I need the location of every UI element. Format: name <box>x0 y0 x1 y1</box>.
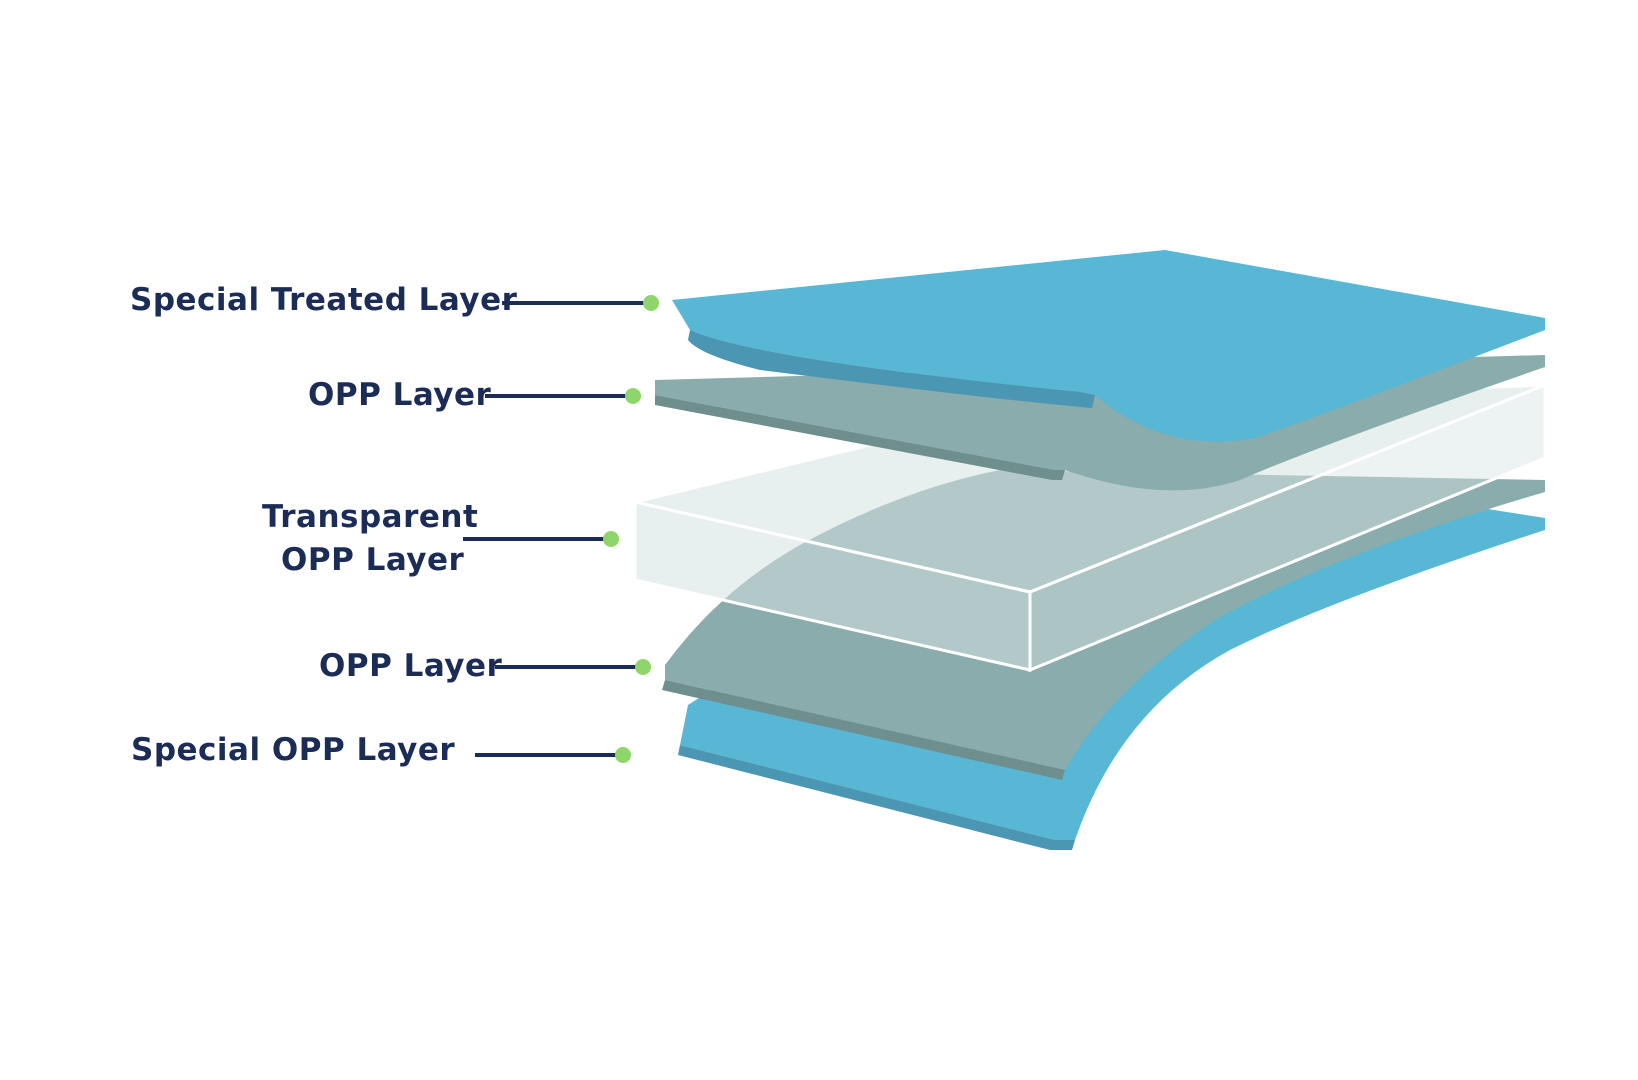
connector-dot-opp-bottom <box>635 659 651 675</box>
special-treated-layer-shape <box>672 250 1545 442</box>
label-transparent-opp-layer-line2: OPP Layer <box>281 542 465 578</box>
label-special-opp-layer: Special OPP Layer <box>131 732 455 768</box>
connector-dot-opp-top <box>625 388 641 404</box>
label-special-treated-layer: Special Treated Layer <box>130 282 518 318</box>
label-opp-layer-top: OPP Layer <box>308 377 492 413</box>
connector-dot-transparent-opp <box>603 531 619 547</box>
label-transparent-opp-layer-line1: Transparent <box>262 499 478 535</box>
connector-dot-special-treated <box>643 295 659 311</box>
connector-dot-special-opp <box>615 747 631 763</box>
label-opp-layer-bottom: OPP Layer <box>319 648 503 684</box>
